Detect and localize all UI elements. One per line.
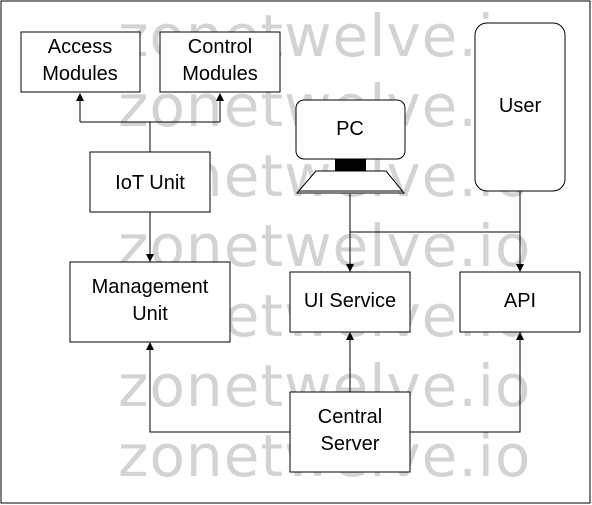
node-central-server[interactable]: Central Server — [289, 391, 411, 473]
pc-keyboard — [295, 170, 406, 194]
arrow-head — [146, 342, 154, 350]
central-server-label-line1: Central — [318, 406, 382, 428]
arrow-head — [216, 93, 224, 101]
iot-to-modules-connector — [79, 99, 221, 152]
node-control-modules[interactable]: Control Modules — [159, 31, 281, 93]
user-box — [474, 22, 566, 192]
api-label: API — [504, 290, 536, 312]
node-iot-unit[interactable]: IoT Unit — [89, 151, 211, 213]
user-label: User — [499, 95, 542, 117]
ui-service-label: UI Service — [304, 290, 396, 312]
central-server-box — [289, 391, 411, 473]
arrow-head — [346, 264, 354, 272]
iot-unit-box — [89, 151, 211, 213]
connectors — [76, 93, 524, 433]
control-modules-label-line2: Modules — [182, 63, 258, 85]
node-management-unit[interactable]: Management Unit — [69, 261, 231, 343]
clients-to-services-connector — [349, 191, 521, 264]
pc-stand — [335, 159, 366, 171]
arrow-head — [346, 332, 354, 340]
access-modules-box — [20, 31, 141, 93]
arrow-head — [516, 332, 524, 340]
management-unit-label-line1: Management — [92, 276, 209, 298]
control-modules-label-line1: Control — [188, 36, 252, 58]
arrow-head — [516, 264, 524, 272]
central-server-label-line2: Server — [321, 433, 380, 455]
access-modules-label-line2: Modules — [42, 63, 118, 85]
node-pc[interactable]: PC — [295, 99, 406, 194]
pc-label: PC — [336, 118, 364, 140]
access-modules-label-line1: Access — [48, 36, 112, 58]
api-box — [459, 271, 581, 333]
central-server-connector — [149, 340, 521, 433]
node-ui-service[interactable]: UI Service — [289, 271, 411, 333]
node-access-modules[interactable]: Access Modules — [20, 31, 141, 93]
node-user[interactable]: User — [474, 22, 566, 192]
control-modules-box — [159, 31, 281, 93]
ui-service-box — [289, 271, 411, 333]
arrow-head — [146, 254, 154, 262]
node-api[interactable]: API — [459, 271, 581, 333]
management-unit-label-line2: Unit — [132, 303, 168, 325]
arrow-head — [76, 93, 84, 101]
management-unit-box — [69, 261, 231, 343]
iot-unit-label: IoT Unit — [115, 172, 185, 194]
